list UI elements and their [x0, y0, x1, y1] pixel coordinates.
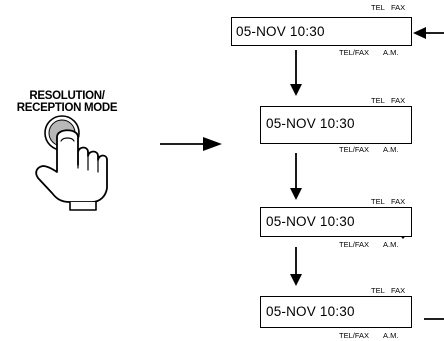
mode-fax-label: FAX [391, 197, 406, 206]
mode-tel-label: TEL [371, 3, 385, 12]
mode-telfax-label: TEL/FAX [339, 331, 370, 340]
mode-tel-label: TEL [371, 96, 385, 105]
button-label-line2: RECEPTION MODE [16, 102, 118, 114]
arrow-down-1 [290, 50, 302, 96]
mode-telfax-label: TEL/FAX [339, 145, 370, 154]
lcd-box [260, 106, 412, 144]
arrow-down-2 [290, 153, 302, 200]
mode-telfax-label: TEL/FAX [339, 48, 370, 57]
lcd-box [231, 17, 412, 46]
mode-tel-label: TEL [371, 286, 385, 295]
mode-am-label: A.M. [383, 145, 399, 154]
mode-fax-label: FAX [391, 286, 406, 295]
mode-am-label: A.M. [383, 331, 399, 340]
arrow-down-3 [290, 247, 302, 286]
mode-telfax-label: TEL/FAX [339, 240, 370, 249]
button-label: RESOLUTION/ RECEPTION MODE [6, 90, 128, 114]
mode-fax-label: FAX [391, 96, 406, 105]
mode-fax-label: FAX [391, 3, 406, 12]
lcd-box [260, 207, 412, 237]
button-label-line1: RESOLUTION/ [29, 90, 105, 102]
pointing-hand-icon [35, 129, 108, 211]
loop-arrow-in [413, 27, 444, 39]
mode-tel-label: TEL [371, 197, 385, 206]
mode-am-label: A.M. [383, 48, 399, 57]
lcd-date-time: 05-NOV 10:30 [266, 214, 355, 229]
lcd-date-time: 05-NOV 10:30 [266, 304, 355, 319]
arrow-button-to-displays [160, 137, 222, 151]
mode-am-label: A.M. [383, 240, 399, 249]
lcd-date-time: 05-NOV 10:30 [266, 116, 355, 131]
lcd-box [260, 296, 412, 328]
lcd-date-time: 05-NOV 10:30 [236, 24, 325, 39]
